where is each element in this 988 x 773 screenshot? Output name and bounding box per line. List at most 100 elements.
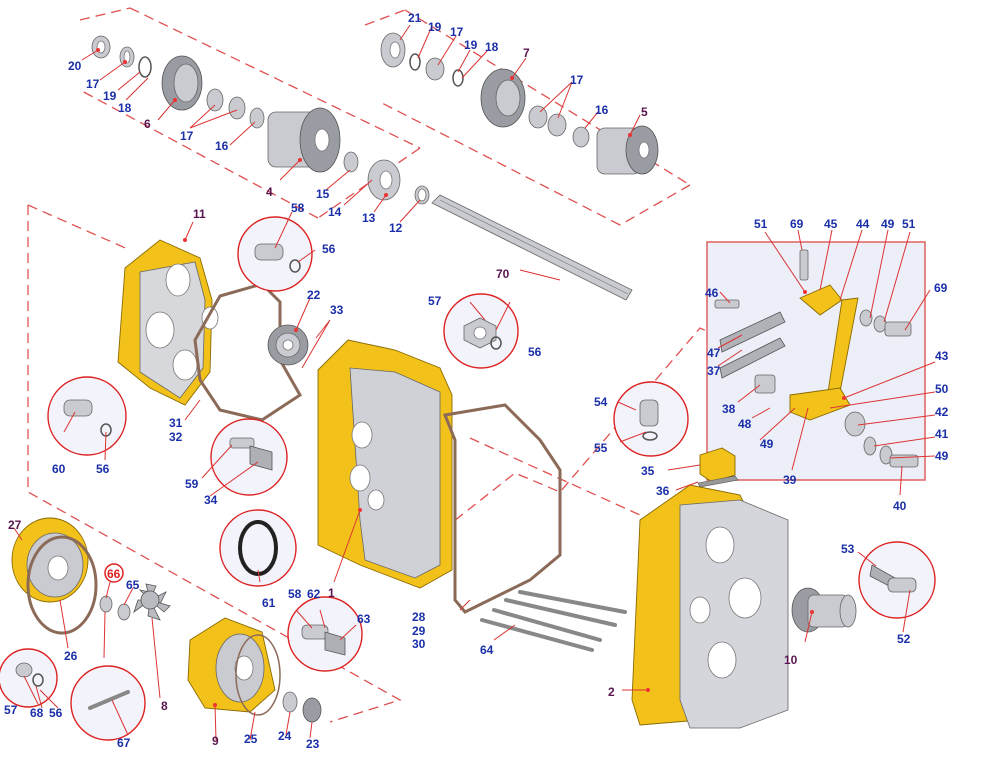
main-case-2 <box>631 484 789 729</box>
label-40: 40 <box>893 499 907 513</box>
coupling-10 <box>791 587 857 633</box>
cover-plate-11 <box>117 239 219 406</box>
label-28: 28 <box>412 610 426 624</box>
label-35: 35 <box>641 464 655 478</box>
label-49a: 49 <box>881 217 895 231</box>
label-46: 46 <box>705 286 719 300</box>
label-15: 15 <box>316 187 330 201</box>
label-17d: 17 <box>570 73 584 87</box>
label-61: 61 <box>262 596 276 610</box>
label-52: 52 <box>897 632 911 646</box>
label-45: 45 <box>824 217 838 231</box>
label-65: 65 <box>126 578 140 592</box>
seal-24 <box>282 691 298 713</box>
label-49c: 49 <box>935 449 949 463</box>
label-10: 10 <box>784 653 798 667</box>
gasket-28-29-30 <box>442 403 562 614</box>
label-33: 33 <box>330 303 344 317</box>
label-41: 41 <box>935 427 949 441</box>
housing-1 <box>317 339 453 589</box>
seal-65 <box>117 603 131 621</box>
label-56b: 56 <box>528 345 542 359</box>
label-37: 37 <box>707 364 721 378</box>
label-60: 60 <box>52 462 66 476</box>
detail-circle-67 <box>70 665 146 741</box>
label-55: 55 <box>594 441 608 455</box>
label-58b: 58 <box>288 587 302 601</box>
label-66: 66 <box>107 567 121 581</box>
label-56c: 56 <box>96 462 110 476</box>
label-6: 6 <box>144 117 151 131</box>
label-42: 42 <box>935 405 949 419</box>
label-31: 31 <box>169 416 183 430</box>
label-26: 26 <box>64 649 78 663</box>
splined-shaft <box>431 194 633 301</box>
gasket-31-32 <box>193 282 303 422</box>
label-24: 24 <box>278 729 292 743</box>
label-12: 12 <box>389 221 403 235</box>
label-16a: 16 <box>215 139 229 153</box>
label-62: 62 <box>307 587 321 601</box>
label-4: 4 <box>266 185 273 199</box>
ring-66 <box>99 595 113 613</box>
label-21: 21 <box>408 11 422 25</box>
label-32: 32 <box>169 430 183 444</box>
label-57b: 57 <box>4 703 18 717</box>
rods-64 <box>480 590 627 652</box>
label-50: 50 <box>935 382 949 396</box>
impeller-8 <box>133 583 171 621</box>
label-18b: 18 <box>485 40 499 54</box>
block-35-36 <box>697 447 739 488</box>
label-18a: 18 <box>118 101 132 115</box>
label-39: 39 <box>783 473 797 487</box>
label-29: 29 <box>412 624 426 638</box>
label-8: 8 <box>161 699 168 713</box>
label-59: 59 <box>185 477 199 491</box>
label-16b: 16 <box>595 103 609 117</box>
label-56a: 56 <box>322 242 336 256</box>
label-30: 30 <box>412 637 426 651</box>
top-right-gear-train <box>380 32 659 175</box>
label-51b: 51 <box>902 217 916 231</box>
fan-27 <box>11 517 89 603</box>
label-58a: 58 <box>291 201 305 215</box>
label-67: 67 <box>117 736 131 750</box>
label-43: 43 <box>935 349 949 363</box>
label-56d: 56 <box>49 706 63 720</box>
detail-circle-61 <box>219 509 297 587</box>
detail-circle-59-34 <box>210 418 288 496</box>
detail-contents <box>15 243 917 710</box>
label-57a: 57 <box>428 294 442 308</box>
label-22: 22 <box>307 288 321 302</box>
label-11: 11 <box>193 207 206 221</box>
label-7: 7 <box>523 46 530 60</box>
label-44: 44 <box>856 217 870 231</box>
label-27: 27 <box>8 518 22 532</box>
label-19b: 19 <box>428 20 442 34</box>
label-34: 34 <box>204 493 218 507</box>
gasket-26 <box>26 535 98 635</box>
label-54: 54 <box>594 395 608 409</box>
gear-22 <box>267 324 309 366</box>
label-13: 13 <box>362 211 376 225</box>
label-64: 64 <box>480 643 494 657</box>
label-68: 68 <box>30 706 44 720</box>
label-48: 48 <box>738 417 752 431</box>
label-14: 14 <box>328 205 342 219</box>
cover-9 <box>187 617 276 713</box>
label-70: 70 <box>496 267 510 281</box>
label-20: 20 <box>68 59 82 73</box>
label-19a: 19 <box>103 89 117 103</box>
label-17c: 17 <box>450 25 464 39</box>
bearing-23 <box>302 697 322 723</box>
top-left-gear-train <box>91 35 430 205</box>
label-17a: 17 <box>86 77 100 91</box>
highlight-ring-66 <box>104 563 124 583</box>
linkage-parts <box>714 249 919 468</box>
label-2: 2 <box>608 685 615 699</box>
label-9: 9 <box>212 734 219 748</box>
label-17b: 17 <box>180 129 194 143</box>
gasket-25 <box>235 634 281 716</box>
label-69a: 69 <box>790 217 804 231</box>
